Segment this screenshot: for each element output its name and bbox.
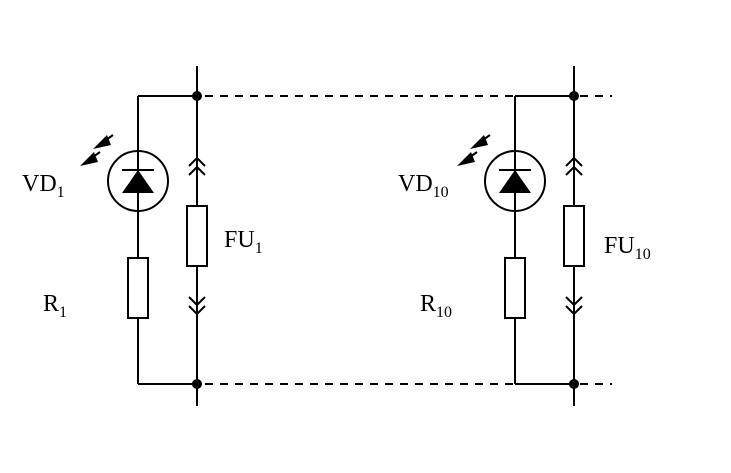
fuse-icon	[186, 205, 208, 267]
diode-label: VD1	[22, 171, 65, 201]
chevron-down-icon	[188, 296, 206, 316]
resistor-icon	[127, 257, 149, 319]
diode-label: VD10	[398, 171, 449, 201]
junction-dot	[192, 379, 202, 389]
resistor-label: R1	[43, 291, 67, 321]
chevron-up-icon	[188, 156, 206, 176]
junction-dot	[569, 91, 579, 101]
fuse-label: FU10	[604, 233, 651, 263]
cell-10: VD10 FU10 R10	[398, 66, 651, 406]
chevron-up-icon	[565, 156, 583, 176]
fuse-icon	[563, 205, 585, 267]
fuse-label: FU1	[224, 227, 263, 257]
resistor-label: R10	[420, 291, 452, 321]
led-icon	[80, 134, 169, 212]
junction-dot	[569, 379, 579, 389]
led-icon	[457, 134, 546, 212]
chevron-down-icon	[565, 296, 583, 316]
cell-1: VD1 FU1 R1	[22, 66, 263, 406]
resistor-icon	[504, 257, 526, 319]
junction-dot	[192, 91, 202, 101]
